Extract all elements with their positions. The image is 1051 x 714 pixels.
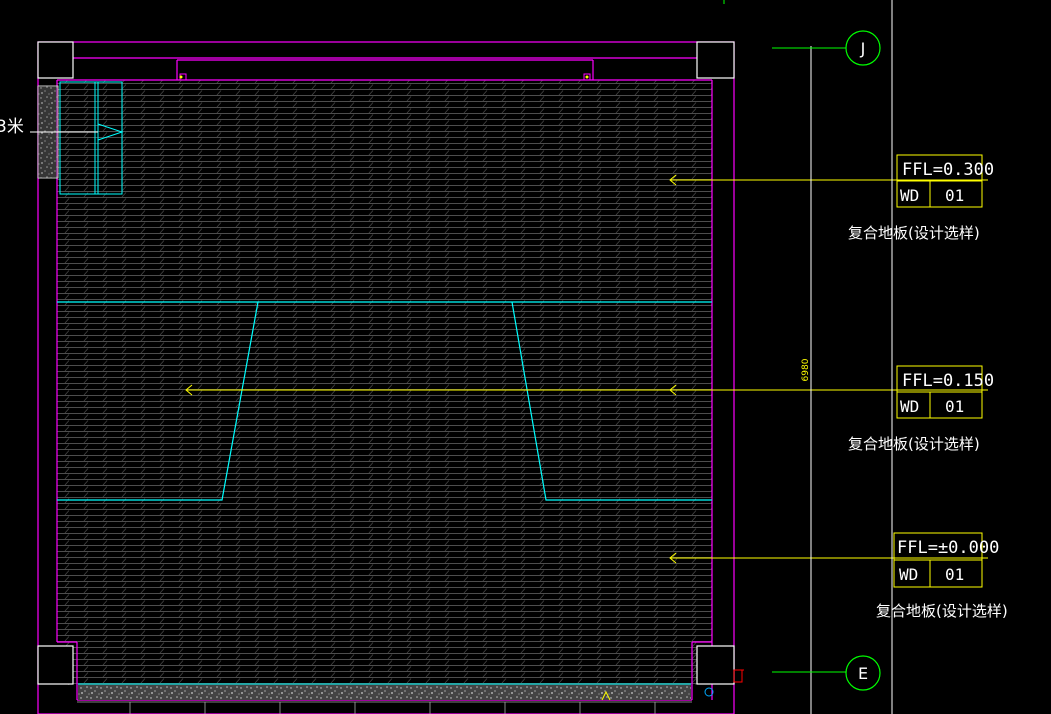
grid-lines [704,0,893,714]
floor-tag: FFL=0.150 WD 01 复合地板(设计选样) [848,365,994,453]
grid-axis-label-e: E [858,664,868,683]
grid-axis-label-j: J [860,39,866,58]
column-top-right [696,41,735,79]
top-fixtures [179,73,591,81]
floor-tag-note: 复合地板(设计选样) [848,224,980,242]
floor-tag-note: 复合地板(设计选样) [848,435,980,453]
grid-axis-j: J [845,30,881,66]
side-leader: 3米 [0,117,98,137]
floor-tag-note: 复合地板(设计选样) [876,602,1008,620]
leader-lines [185,174,988,701]
floor-tag-code: WD [900,186,919,205]
floor-tag-ffl: FFL=±0.000 [897,538,999,558]
floor-tag-material: 01 [945,565,964,584]
level-change-lines [57,301,712,501]
floor-tag-ffl: FFL=0.300 [902,160,994,180]
dimension-label: 6980 [801,358,811,381]
grid-axis-e: E [845,655,881,691]
floor-tag-material: 01 [945,186,964,205]
floor-area [57,80,712,685]
structural-columns [37,41,735,685]
floor-tag-code: WD [900,397,919,416]
column-bottom-left [37,645,74,685]
threshold-strip [78,683,691,700]
wall-cabinet [59,81,124,195]
floor-tag: FFL=0.300 WD 01 复合地板(设计选样) [848,154,994,242]
floor-tag-code: WD [899,565,918,584]
bottom-tiles [77,701,692,714]
floor-tag: FFL=±0.000 WD 01 复合地板(设计选样) [876,532,1008,620]
column-bottom-right [696,645,735,685]
column-top-left [37,41,74,79]
floor-tag-material: 01 [945,397,964,416]
floor-tag-ffl: FFL=0.150 [902,371,994,391]
side-label: 3米 [0,117,24,137]
